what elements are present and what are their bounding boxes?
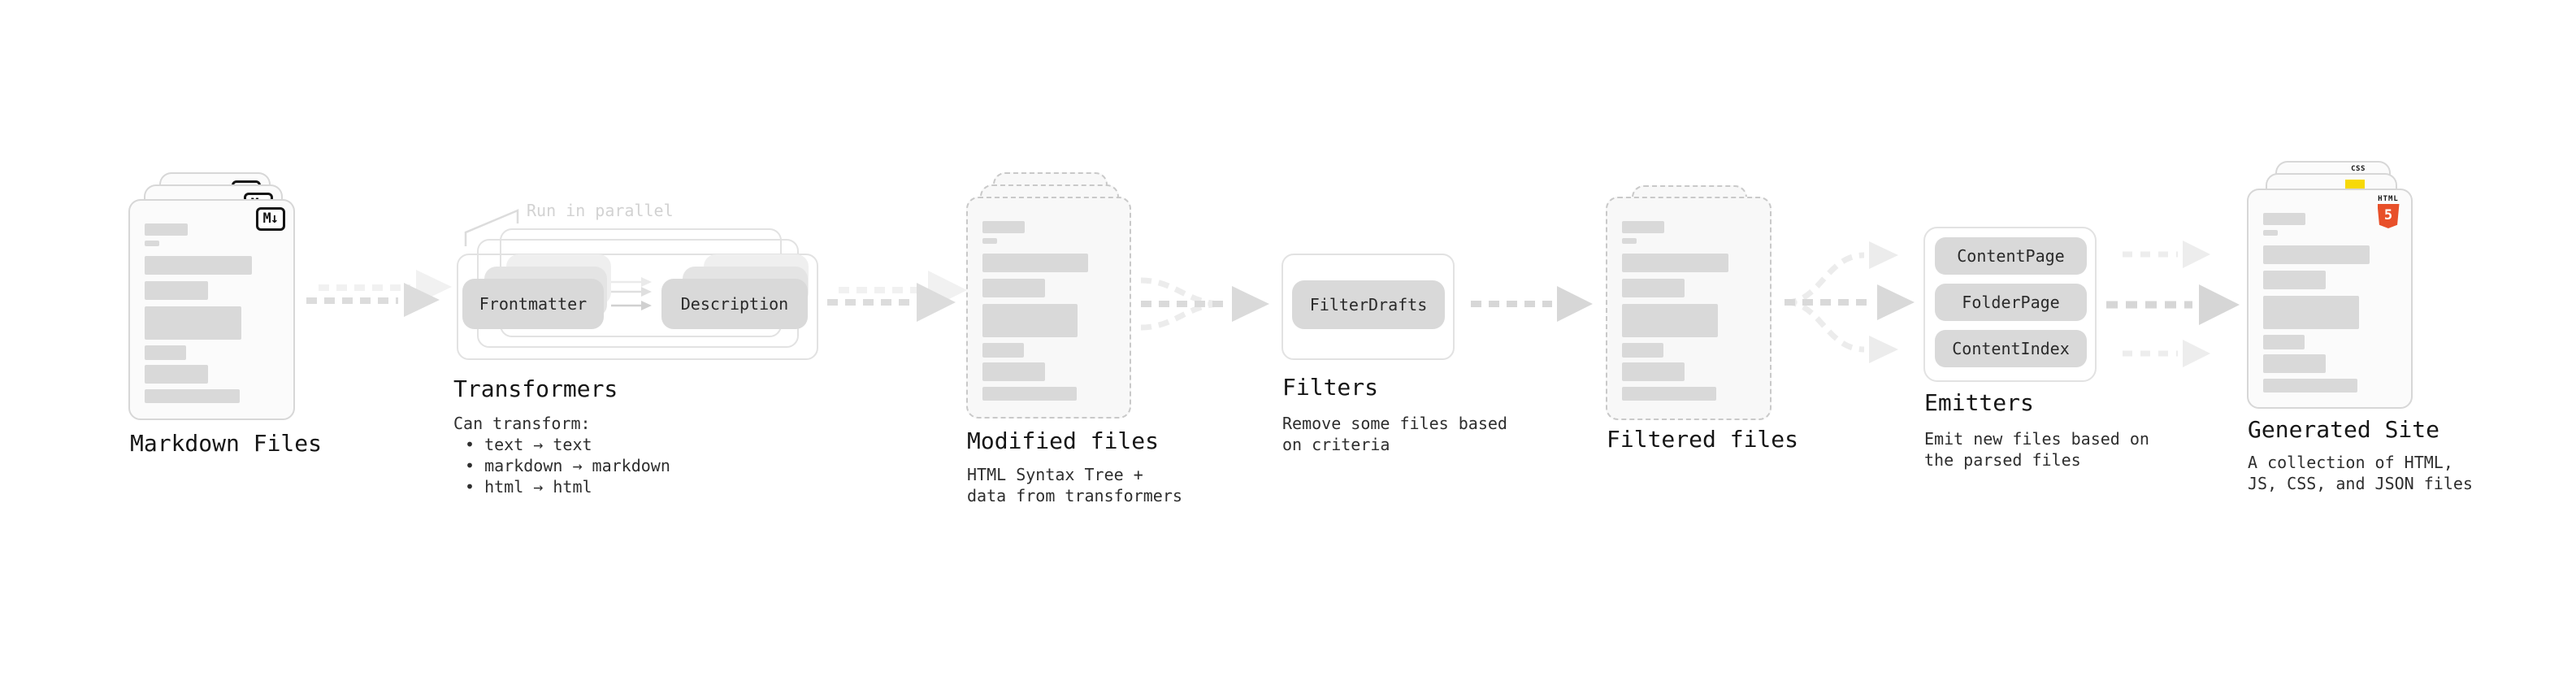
html5-icon-shield: 5	[2377, 204, 2400, 228]
run-in-parallel-connector	[464, 209, 519, 246]
subtitle-line: Emit new files based on	[1924, 429, 2149, 449]
html5-icon: HTML 5	[2375, 195, 2401, 228]
document-placeholder-lines	[130, 201, 293, 403]
bullet-item: • html → html	[465, 477, 592, 497]
stage-title-emitters: Emitters	[1924, 389, 2034, 416]
document-placeholder-lines	[1607, 198, 1770, 401]
markdown-icon: M↓	[255, 207, 285, 231]
subtitle-line: the parsed files	[1924, 450, 2081, 470]
generated-site-subtitle: A collection of HTML, JS, CSS, and JSON …	[2248, 452, 2473, 494]
filterdrafts-pill: FilterDrafts	[1292, 280, 1445, 329]
filtered-file-card-front	[1606, 197, 1772, 420]
emitters-box	[1923, 227, 2097, 382]
html5-icon-label: HTML	[2378, 195, 2399, 203]
filters-box	[1281, 254, 1455, 360]
modified-files-subtitle: HTML Syntax Tree + data from transformer…	[967, 464, 1182, 506]
stage-title-transformers: Transformers	[453, 375, 618, 402]
arrow-filters-to-filtered	[1471, 286, 1593, 322]
modified-file-card-front	[966, 197, 1131, 419]
arrow-frontmatter-to-description	[611, 277, 652, 310]
transformer-box-front	[457, 254, 818, 360]
folderpage-pill: FolderPage	[1935, 284, 2087, 321]
frontmatter-pill: Frontmatter	[462, 279, 604, 329]
stage-title-filtered-files: Filtered files	[1607, 426, 1799, 453]
site-file-card-html: HTML 5	[2247, 189, 2413, 409]
subtitle-line: HTML Syntax Tree +	[967, 465, 1143, 484]
document-placeholder-lines	[968, 198, 1130, 401]
bullet-item: • text → text	[465, 435, 592, 454]
arrow-markdown-to-transformers	[306, 270, 452, 317]
transformers-caption: Can transform:	[453, 414, 591, 433]
css-icon-label: CSS	[2351, 165, 2366, 173]
contentindex-pill: ContentIndex	[1935, 330, 2087, 367]
markdown-file-card-front: M↓	[128, 199, 295, 420]
arrow-modified-to-filters	[1140, 277, 1269, 331]
subtitle-line: A collection of HTML,	[2248, 453, 2453, 472]
run-in-parallel-note: Run in parallel	[527, 201, 674, 220]
contentpage-pill: ContentPage	[1935, 237, 2087, 275]
document-placeholder-lines	[2249, 190, 2411, 393]
subtitle-line: Remove some files based	[1282, 414, 1507, 433]
transformers-bullet-list: • text → text • markdown → markdown • ht…	[465, 434, 670, 497]
arrow-transformers-to-modified	[827, 271, 967, 322]
filters-subtitle: Remove some files based on criteria	[1282, 413, 1507, 455]
bullet-item: • markdown → markdown	[465, 456, 670, 475]
description-pill: Description	[661, 279, 808, 329]
arrow-filtered-to-emitters	[1785, 241, 1915, 363]
subtitle-line: on criteria	[1282, 435, 1390, 454]
stage-title-filters: Filters	[1282, 374, 1379, 401]
stage-title-modified-files: Modified files	[967, 427, 1160, 454]
js-icon	[2345, 180, 2365, 190]
subtitle-line: data from transformers	[967, 486, 1182, 505]
stage-title-generated-site: Generated Site	[2248, 416, 2440, 443]
subtitle-line: JS, CSS, and JSON files	[2248, 474, 2473, 493]
stage-title-markdown-files: Markdown Files	[130, 430, 323, 457]
arrow-emitters-to-site	[2106, 241, 2240, 367]
emitters-subtitle: Emit new files based on the parsed files	[1924, 428, 2149, 471]
